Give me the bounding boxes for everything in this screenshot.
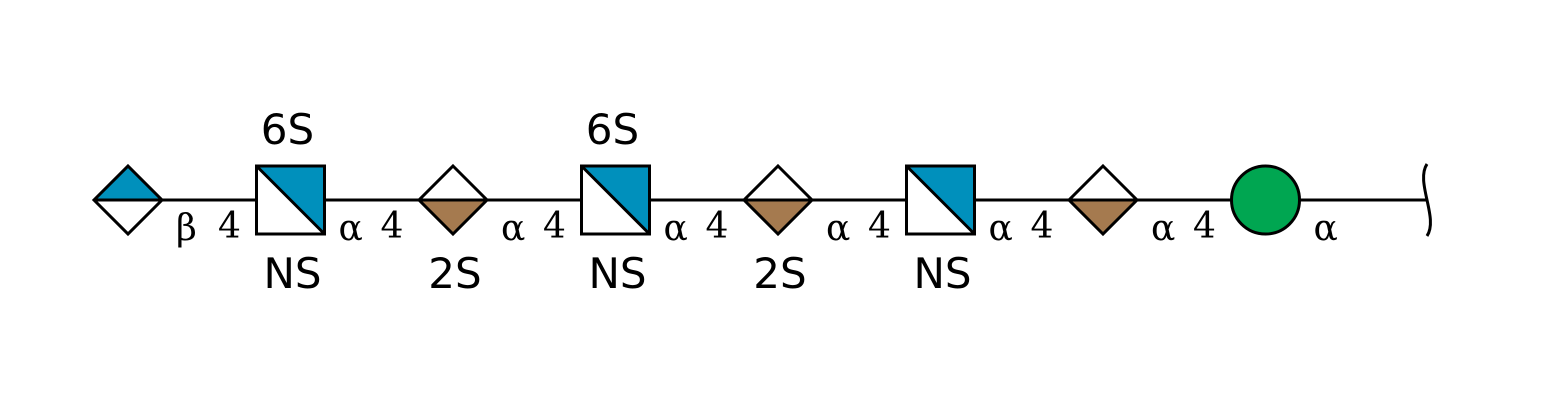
idoa-diamond-icon bbox=[1066, 163, 1140, 237]
glcnac-square-icon bbox=[580, 164, 651, 236]
iduronic-acid-diamond-icon bbox=[91, 163, 165, 237]
linkage-position-label: 4 bbox=[218, 206, 241, 247]
glucose-circle-icon bbox=[1230, 164, 1301, 236]
substituent-labels: 6S NS 2S 6S NS 2S NS bbox=[261, 105, 972, 298]
anomer-label: α bbox=[1151, 208, 1175, 249]
linkage-position-label: 4 bbox=[381, 206, 404, 247]
residue-symbols bbox=[91, 163, 1301, 237]
substituent-label-bottom: NS bbox=[913, 249, 971, 298]
anomer-label: α bbox=[989, 208, 1013, 249]
substituent-label-bottom: NS bbox=[588, 249, 646, 298]
linkage-position-label: 4 bbox=[868, 206, 891, 247]
anomer-label: α bbox=[826, 208, 850, 249]
anomer-label: α bbox=[664, 208, 688, 249]
reducing-end-mark bbox=[1422, 163, 1432, 237]
linkage-position-label: 4 bbox=[1193, 206, 1216, 247]
glcnac-square-icon bbox=[905, 164, 976, 236]
substituent-label-bottom: 2S bbox=[753, 249, 806, 298]
linkage-position-label: 4 bbox=[706, 206, 729, 247]
glcnac-square-icon bbox=[255, 164, 326, 236]
anomer-label: α bbox=[339, 208, 363, 249]
reducing-end-wave bbox=[1422, 163, 1432, 237]
substituent-label-bottom: 2S bbox=[428, 249, 481, 298]
substituent-label-bottom: NS bbox=[263, 249, 321, 298]
linkage-position-label: 4 bbox=[543, 206, 566, 247]
anomer-label: α bbox=[1314, 208, 1338, 249]
substituent-label-top: 6S bbox=[586, 105, 639, 154]
idoa-diamond-icon bbox=[416, 163, 490, 237]
linkage-position-label: 4 bbox=[1031, 206, 1054, 247]
anomer-label: β bbox=[176, 208, 197, 249]
substituent-label-top: 6S bbox=[261, 105, 314, 154]
anomer-label: α bbox=[501, 208, 525, 249]
idoa-diamond-icon bbox=[741, 163, 815, 237]
